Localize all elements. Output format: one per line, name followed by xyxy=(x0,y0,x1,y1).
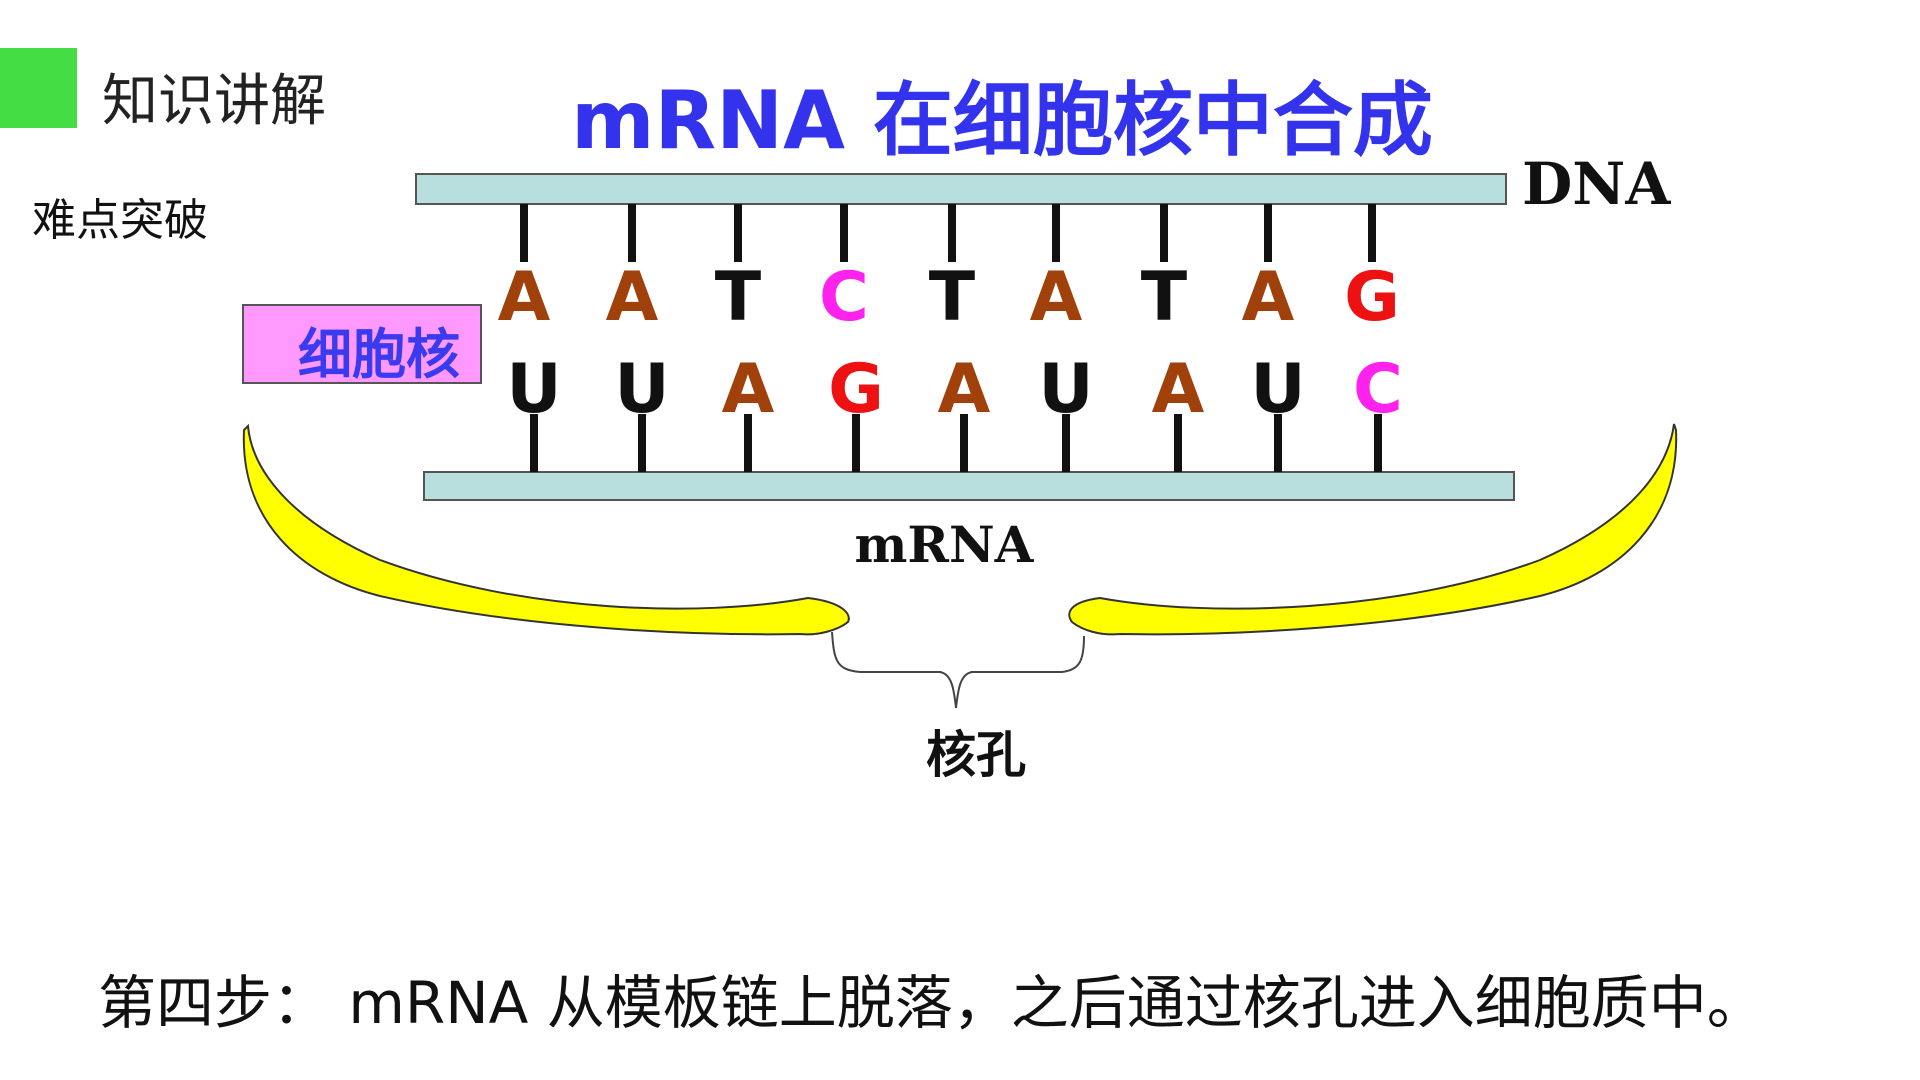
pore-label: 核孔 xyxy=(926,726,1026,784)
dna-base-1: A xyxy=(498,258,551,337)
dna-base-4: C xyxy=(819,258,869,337)
mrna-base-1: U xyxy=(506,350,561,429)
section-marker xyxy=(0,48,77,128)
mrna-base-9: C xyxy=(1353,350,1403,429)
diagram-title: mRNA 在细胞核中合成 xyxy=(571,74,1433,167)
nuclear-envelope-right xyxy=(1068,423,1678,636)
nuclear-pore-brace xyxy=(831,631,1085,709)
nuclear-envelope-left xyxy=(242,423,850,636)
mrna-base-7: A xyxy=(1152,350,1205,429)
dna-base-8: A xyxy=(1242,258,1295,337)
nucleus-box xyxy=(242,304,482,384)
step-caption: 第四步： mRNA 从模板链上脱落，之后通过核孔进入细胞质中。 xyxy=(98,969,1765,1037)
mrna-base-6: U xyxy=(1038,350,1093,429)
mrna-base-8: U xyxy=(1250,350,1305,429)
mrna-base-4: G xyxy=(828,350,884,429)
mrna-base-5: A xyxy=(938,350,991,429)
dna-base-7: T xyxy=(1141,258,1188,337)
dna-base-2: A xyxy=(606,258,659,337)
dna-base-6: A xyxy=(1030,258,1083,337)
nucleus-label: 细胞核 xyxy=(298,323,460,386)
mrna-base-3: A xyxy=(722,350,775,429)
dna-base-5: T xyxy=(929,258,976,337)
subsection-title: 难点突破 xyxy=(32,195,208,246)
mrna-base-2: U xyxy=(614,350,669,429)
section-title: 知识讲解 xyxy=(102,69,326,134)
mrna-strand xyxy=(423,471,1515,501)
dna-strand xyxy=(415,173,1507,205)
dna-label: DNA xyxy=(1522,150,1671,218)
mrna-label: mRNA xyxy=(855,515,1035,574)
dna-base-3: T xyxy=(715,258,762,337)
dna-base-9: G xyxy=(1344,258,1400,337)
